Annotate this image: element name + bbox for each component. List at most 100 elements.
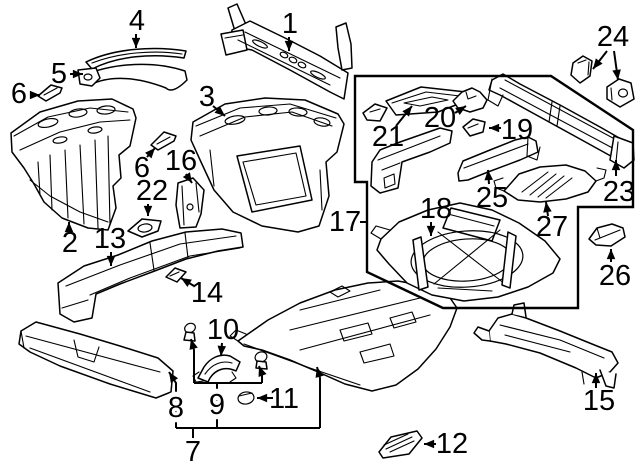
part-9-clip-right [254, 351, 268, 370]
part-24-bracket-b [606, 78, 635, 108]
part-8-lower-panel-outline [18, 321, 174, 399]
callout-label-6: 6 [134, 152, 150, 184]
lead-11-arrowhead [257, 393, 268, 403]
part-10-handle-bracket [192, 354, 241, 383]
part-16-bracket [175, 177, 205, 229]
part-18-spare-tire-well-detail [410, 230, 524, 288]
part-16-bracket-detail [195, 182, 200, 213]
part-27-cover-panel-outline [503, 164, 597, 203]
lead-25-arrowhead [484, 170, 493, 181]
part-22-plate-outline [127, 218, 162, 238]
part-18-spare-tire-well [370, 202, 561, 302]
part-13-rail-detail [89, 247, 241, 296]
lead-18-arrowhead [426, 225, 436, 236]
part-7-rear-floor-pan-detail [339, 322, 373, 342]
part-24-bracket-a-outline [570, 55, 593, 84]
part-7-rear-floor-pan-detail [329, 285, 351, 298]
lead-14-arrowhead [181, 278, 192, 287]
part-25-rail [457, 136, 541, 182]
part-7-rear-floor-pan-detail [299, 289, 381, 311]
part-15-crossmember [473, 302, 619, 389]
lead-1-arrowhead [284, 40, 294, 51]
callout-label-4: 4 [129, 5, 145, 37]
part-25-rail-detail [463, 143, 529, 169]
callout-label-19: 19 [501, 114, 533, 146]
part-13-rail-detail [149, 242, 155, 271]
part-3-seat-back-panel-center-detail [209, 149, 215, 187]
part-23-crossmember-beam-detail [556, 105, 561, 127]
lead-4-arrowhead [131, 37, 141, 48]
part-5-trim-strip-outline [77, 67, 101, 87]
part-2-seat-back-panel-left-detail [19, 119, 131, 151]
part-19-bracket-detail [467, 123, 479, 129]
part-18-spare-tire-well-detail [437, 287, 493, 292]
part-3-seat-back-panel-center-detail [319, 169, 323, 211]
part-2-seat-back-panel-left-detail [64, 149, 69, 219]
callout-label-3: 3 [199, 81, 215, 113]
part-19-bracket-outline [462, 118, 486, 137]
part-3-seat-back-panel-center-outline [236, 145, 313, 213]
part-1-rear-upper-panel [220, 3, 353, 100]
part-3-seat-back-panel-center-detail [313, 117, 331, 127]
part-rail-left-outline [370, 127, 453, 194]
part-16-bracket-detail [181, 185, 185, 226]
part-4-trim-strip [85, 47, 187, 70]
part-7-rear-floor-pan-detail [243, 343, 361, 386]
part-1-rear-upper-panel-detail [288, 56, 298, 64]
part-8-lower-panel-detail [29, 347, 151, 393]
part-9-clip-left-outline [183, 331, 196, 342]
part-15-crossmember-outline [511, 302, 527, 318]
part-6-wedge-left-detail [43, 87, 58, 96]
lead-13-arrowhead [106, 255, 116, 266]
part-1-rear-upper-panel-detail [279, 51, 289, 59]
part-1-rear-upper-panel-detail [237, 39, 331, 86]
part-1-rear-upper-panel-detail [252, 39, 268, 49]
callout-label-13: 13 [94, 223, 126, 255]
part-23-crossmember-beam-detail [504, 79, 625, 145]
callout-label-1: 1 [282, 8, 298, 40]
lead-21-arrowhead [402, 106, 412, 117]
part-24-bracket-b-outline [606, 78, 635, 108]
callout-label-14: 14 [191, 277, 223, 309]
part-20-bracket-detail [465, 91, 477, 100]
part-18-spare-tire-well-detail [370, 225, 391, 240]
lead-26-arrowhead [606, 249, 616, 260]
part-3-seat-back-panel-center-detail [258, 106, 278, 116]
part-3-seat-back-panel-center [190, 97, 345, 233]
callout-label-10: 10 [207, 314, 239, 346]
part-2-seat-back-panel-left-detail [87, 126, 103, 134]
part-18-spare-tire-well-detail [433, 229, 501, 285]
group-box-17 [353, 74, 635, 310]
lead-6b-arrowhead [145, 148, 155, 159]
part-2-seat-back-panel-left-detail [68, 108, 88, 118]
part-15-crossmember-outline [473, 326, 491, 342]
callout-label-18: 18 [420, 193, 452, 225]
part-15-crossmember-outline [599, 369, 617, 389]
part-6-wedge-right [150, 131, 177, 151]
part-27-cover-panel-detail [545, 177, 573, 199]
part-7-rear-floor-pan-detail [389, 311, 417, 329]
part-15-crossmember-detail [499, 324, 605, 359]
part-24-bracket-a-detail [577, 59, 587, 64]
part-5-trim-strip-detail [83, 73, 93, 81]
part-9-clip-left [183, 322, 196, 342]
part-7-rear-floor-pan-detail [359, 343, 395, 364]
part-3-seat-back-panel-center-detail [224, 115, 246, 125]
part-15-crossmember-detail [504, 334, 571, 353]
part-rail-left [370, 127, 453, 194]
part-1-rear-upper-panel-outline [220, 29, 248, 56]
part-10-handle-bracket-outline [197, 354, 241, 383]
part-7-rear-floor-pan-detail [299, 314, 431, 351]
bracket-7-arrow-arrowhead [315, 367, 324, 378]
part-27-cover-panel-detail [529, 173, 557, 196]
callout-label-15: 15 [583, 385, 615, 417]
part-5-trim-strip-outline [81, 63, 188, 91]
part-24-bracket-a-detail [587, 61, 590, 76]
lead-6a-arrowhead [29, 90, 40, 100]
part-5-trim-strip [77, 63, 188, 91]
bracket-8-arrowhead [169, 372, 179, 383]
bracket-9-right-arrowhead [258, 366, 267, 377]
callout-label-12: 12 [436, 428, 468, 460]
